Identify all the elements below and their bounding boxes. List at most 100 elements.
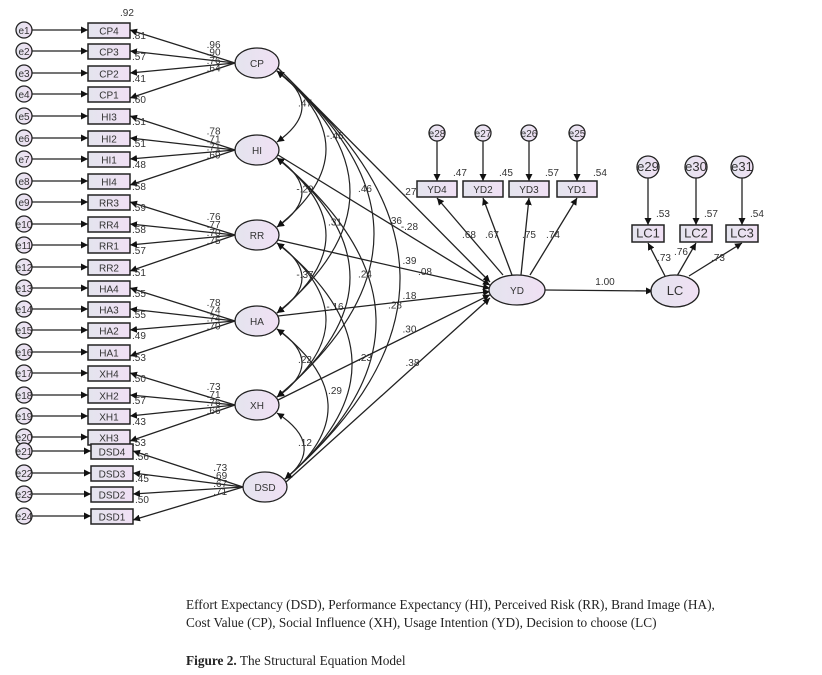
factor-loading-label: .74: [207, 314, 221, 325]
observed-variable-label: LC3: [730, 226, 754, 241]
r-squared-label: .48: [132, 160, 146, 171]
latent-variable-label: XH: [250, 401, 264, 412]
error-term-label: e31: [731, 159, 753, 174]
latent-variable-ellipse: [234, 47, 280, 79]
factor-loading-arrow: [129, 62, 236, 100]
factor-loading-label: .73: [213, 463, 227, 474]
factor-loading-arrow: [129, 234, 236, 273]
latent-variable-ellipse: [650, 274, 700, 308]
structural-path-arrow: [277, 294, 491, 401]
error-term-label: e25: [569, 129, 586, 140]
observed-variable-label: DSD2: [99, 491, 126, 502]
factor-loading-arrow: [129, 404, 236, 443]
covariance-arc: [276, 70, 351, 314]
r-squared-label: .50: [135, 495, 149, 506]
structural-path-arrow: [277, 288, 491, 317]
error-term-label: e4: [18, 90, 30, 101]
figure-label: Figure 2.: [186, 653, 237, 668]
factor-loading-arrow: [129, 320, 236, 358]
factor-loading-label: .69: [207, 151, 221, 162]
r-squared-label: .57: [545, 168, 559, 179]
error-term-label: e1: [18, 26, 30, 37]
figure-title: The Structural Equation Model: [236, 653, 406, 668]
r-squared-label: .57: [132, 52, 146, 63]
covariance-value-label: .12: [298, 438, 312, 449]
factor-loading-label: .70: [207, 322, 221, 333]
latent-variable-label: HA: [250, 317, 264, 328]
factor-loading-label: .96: [207, 40, 221, 51]
observed-variable-label: XH4: [99, 370, 119, 381]
error-term-label: e30: [685, 159, 707, 174]
factor-loading-arrow: [129, 320, 236, 333]
latent-variable-ellipse: [234, 219, 280, 251]
error-term-label: e17: [16, 369, 33, 380]
observed-variable-box: [508, 180, 550, 198]
factor-loading-arrow: [129, 392, 236, 406]
factor-loading-arrow: [129, 371, 236, 406]
error-term-label: e2: [18, 47, 30, 58]
r-squared-label: .58: [132, 225, 146, 236]
observed-variable-label: CP2: [99, 70, 119, 81]
caption-legend-line-1: Effort Expectancy (DSD), Performance Exp…: [186, 597, 715, 612]
structural-path-label: -.28: [401, 222, 419, 233]
observed-variable-label: HA3: [99, 306, 119, 317]
observed-variable-label: LC1: [636, 226, 660, 241]
r-squared-label: .58: [132, 182, 146, 193]
latent-variable-label: CP: [250, 59, 264, 70]
factor-loading-arrow: [688, 242, 743, 277]
factor-loading-arrow: [529, 197, 578, 276]
figure-caption: Figure 2. The Structural Equation Model: [186, 653, 406, 669]
r-squared-label: .53: [132, 438, 146, 449]
observed-variable-label: CP3: [99, 48, 119, 59]
factor-loading-arrow: [129, 62, 236, 76]
observed-variable-label: DSD3: [99, 470, 126, 481]
observed-variable-label: HA1: [99, 349, 119, 360]
factor-loading-arrow: [129, 28, 236, 64]
r-squared-label: .51: [132, 268, 146, 279]
covariance-value-label: .28: [388, 301, 402, 312]
covariance-arc: [276, 70, 327, 228]
observed-variable-label: CP1: [99, 91, 119, 102]
r-squared-label: .47: [453, 168, 467, 179]
r-squared-label: .53: [132, 353, 146, 364]
r-squared-label: .56: [135, 452, 149, 463]
covariance-arc: [276, 70, 401, 480]
covariance-value-label: .36: [388, 216, 402, 227]
error-term-label: e23: [16, 490, 33, 501]
observed-variable-label: RR4: [99, 221, 119, 232]
observed-variable-label: YD1: [567, 185, 587, 196]
factor-loading-label: .75: [207, 236, 221, 247]
factor-loading-arrow: [647, 242, 666, 277]
factor-loading-arrow: [129, 48, 236, 64]
observed-variable-box: [462, 180, 504, 198]
r-squared-label: .43: [132, 417, 146, 428]
factor-loading-label: .70: [207, 228, 221, 239]
structural-path-label: 1.00: [595, 277, 615, 288]
factor-loading-arrow: [132, 486, 244, 522]
r-squared-label: .51: [132, 117, 146, 128]
factor-loading-label: .67: [485, 230, 499, 241]
factor-loading-label: .76: [674, 247, 688, 258]
error-term-label: e27: [475, 129, 492, 140]
observed-variable-label: LC2: [684, 226, 708, 241]
observed-variable-label: RR2: [99, 264, 119, 275]
structural-path-arrow: [277, 239, 491, 291]
factor-loading-arrow: [132, 449, 244, 488]
factor-loading-arrow: [676, 242, 697, 277]
top-value-label: .92: [120, 8, 134, 19]
factor-loading-arrow: [129, 135, 236, 151]
r-squared-label: .55: [132, 289, 146, 300]
observed-variable-label: HI3: [101, 113, 117, 124]
factor-loading-label: .67: [213, 479, 227, 490]
error-term-label: e22: [16, 469, 33, 480]
structural-path-label: .30: [402, 325, 416, 336]
error-term-label: e6: [18, 134, 30, 145]
factor-loading-label: .77: [207, 220, 221, 231]
r-squared-label: .45: [135, 474, 149, 485]
structural-path-label: .27: [402, 187, 416, 198]
factor-loading-label: .73: [657, 253, 671, 264]
latent-variable-label: DSD: [254, 483, 275, 494]
r-squared-label: .50: [132, 374, 146, 385]
observed-variable-label: RR1: [99, 242, 119, 253]
observed-variable-label: YD2: [473, 185, 493, 196]
